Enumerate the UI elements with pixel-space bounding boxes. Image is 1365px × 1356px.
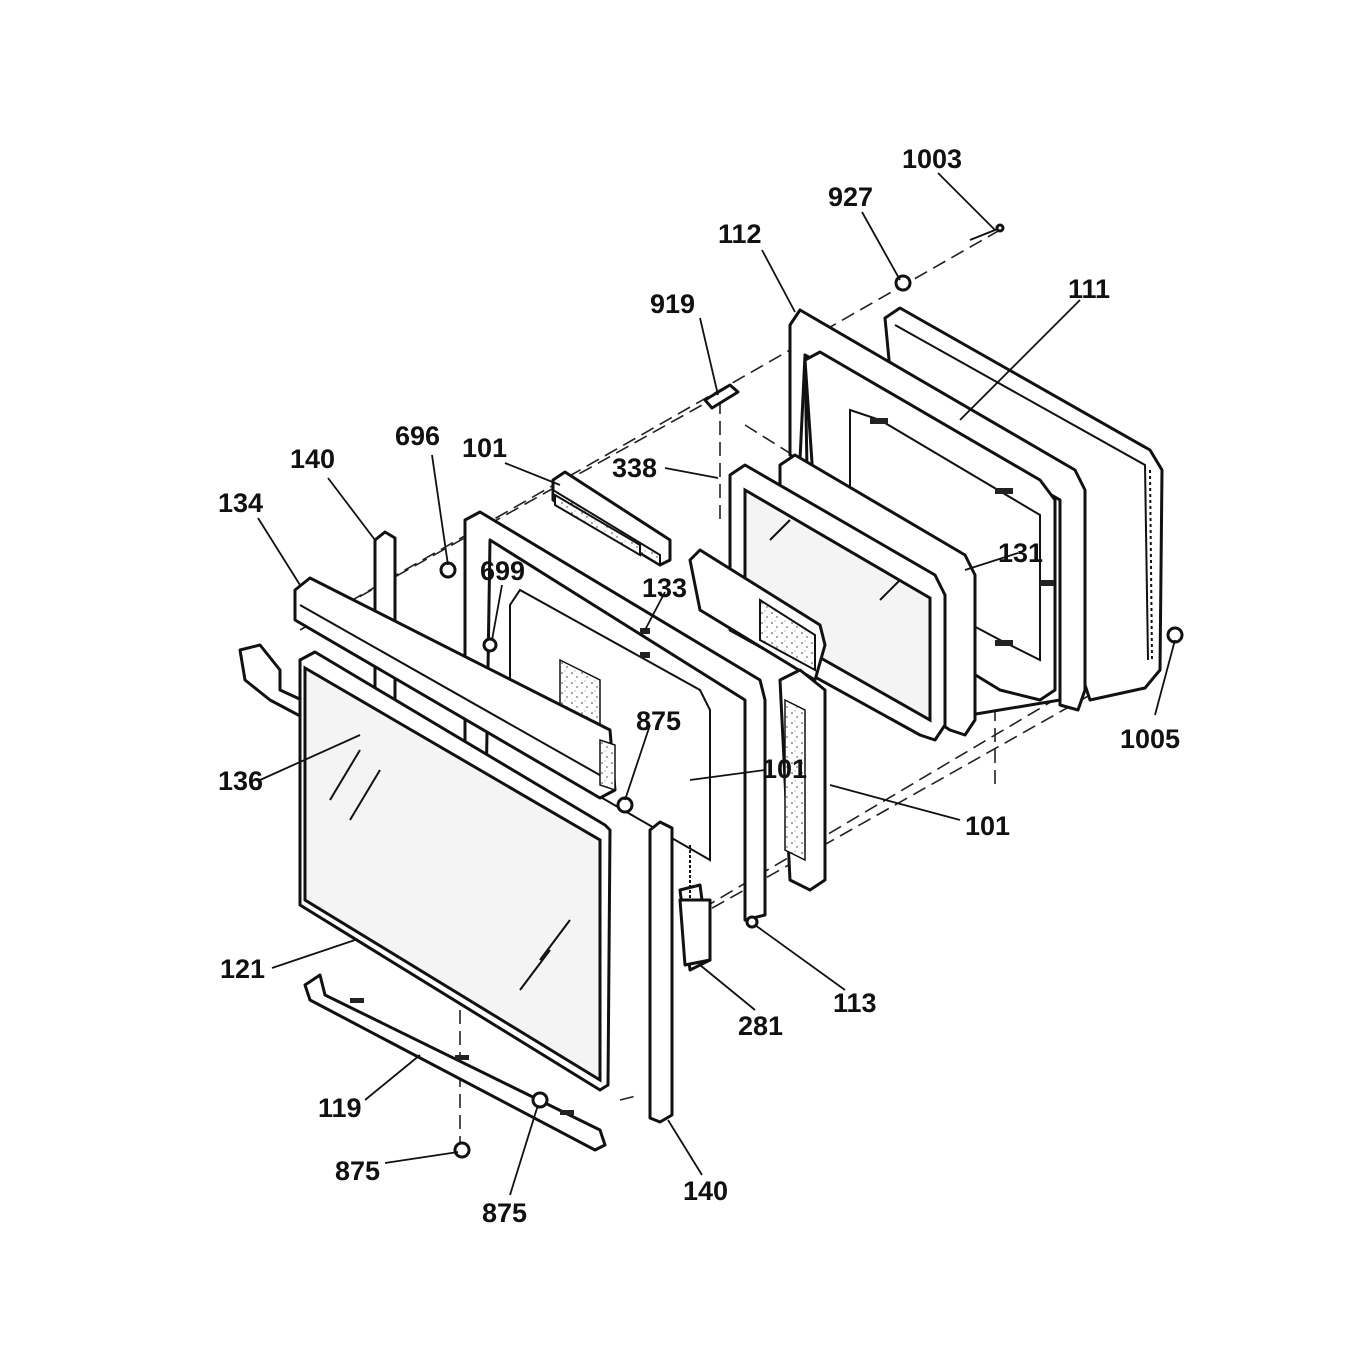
callout-134: 134 [218, 488, 263, 518]
callout-875-mid: 875 [636, 706, 681, 736]
hinge-assembly [678, 668, 827, 972]
callout-111: 111 [1068, 274, 1110, 304]
callout-labels: 1003 927 112 111 919 696 101 140 338 134… [218, 144, 1180, 1228]
callout-338: 338 [612, 453, 657, 483]
side-trim-right [648, 820, 674, 1124]
handle-housing [293, 576, 617, 800]
callout-696: 696 [395, 421, 440, 451]
callout-1005: 1005 [1120, 724, 1180, 754]
callout-875-left: 875 [335, 1156, 380, 1186]
callout-133: 133 [642, 573, 687, 603]
callout-101-mid: 101 [762, 754, 807, 784]
callout-101-top: 101 [462, 433, 507, 463]
front-glass-panel [298, 650, 612, 1092]
callout-1003: 1003 [902, 144, 962, 174]
callout-927: 927 [828, 182, 873, 212]
callout-919: 919 [650, 289, 695, 319]
callout-101-right: 101 [965, 811, 1010, 841]
callout-113: 113 [833, 988, 877, 1018]
fasteners [439, 223, 1184, 1159]
callout-131: 131 [998, 538, 1043, 568]
callout-140-bottom: 140 [683, 1176, 728, 1206]
callout-281: 281 [738, 1011, 783, 1041]
callout-121: 121 [220, 954, 265, 984]
leader-lines [257, 172, 1176, 1196]
callout-140-top: 140 [290, 444, 335, 474]
callout-119: 119 [318, 1093, 362, 1123]
insulation-pads [551, 470, 827, 682]
callout-699: 699 [480, 556, 525, 586]
callout-875-bottom: 875 [482, 1198, 527, 1228]
bottom-trim-strip [303, 973, 607, 1152]
callout-136: 136 [218, 766, 263, 796]
callout-112: 112 [718, 219, 762, 249]
inner-glass-pack [728, 453, 977, 742]
